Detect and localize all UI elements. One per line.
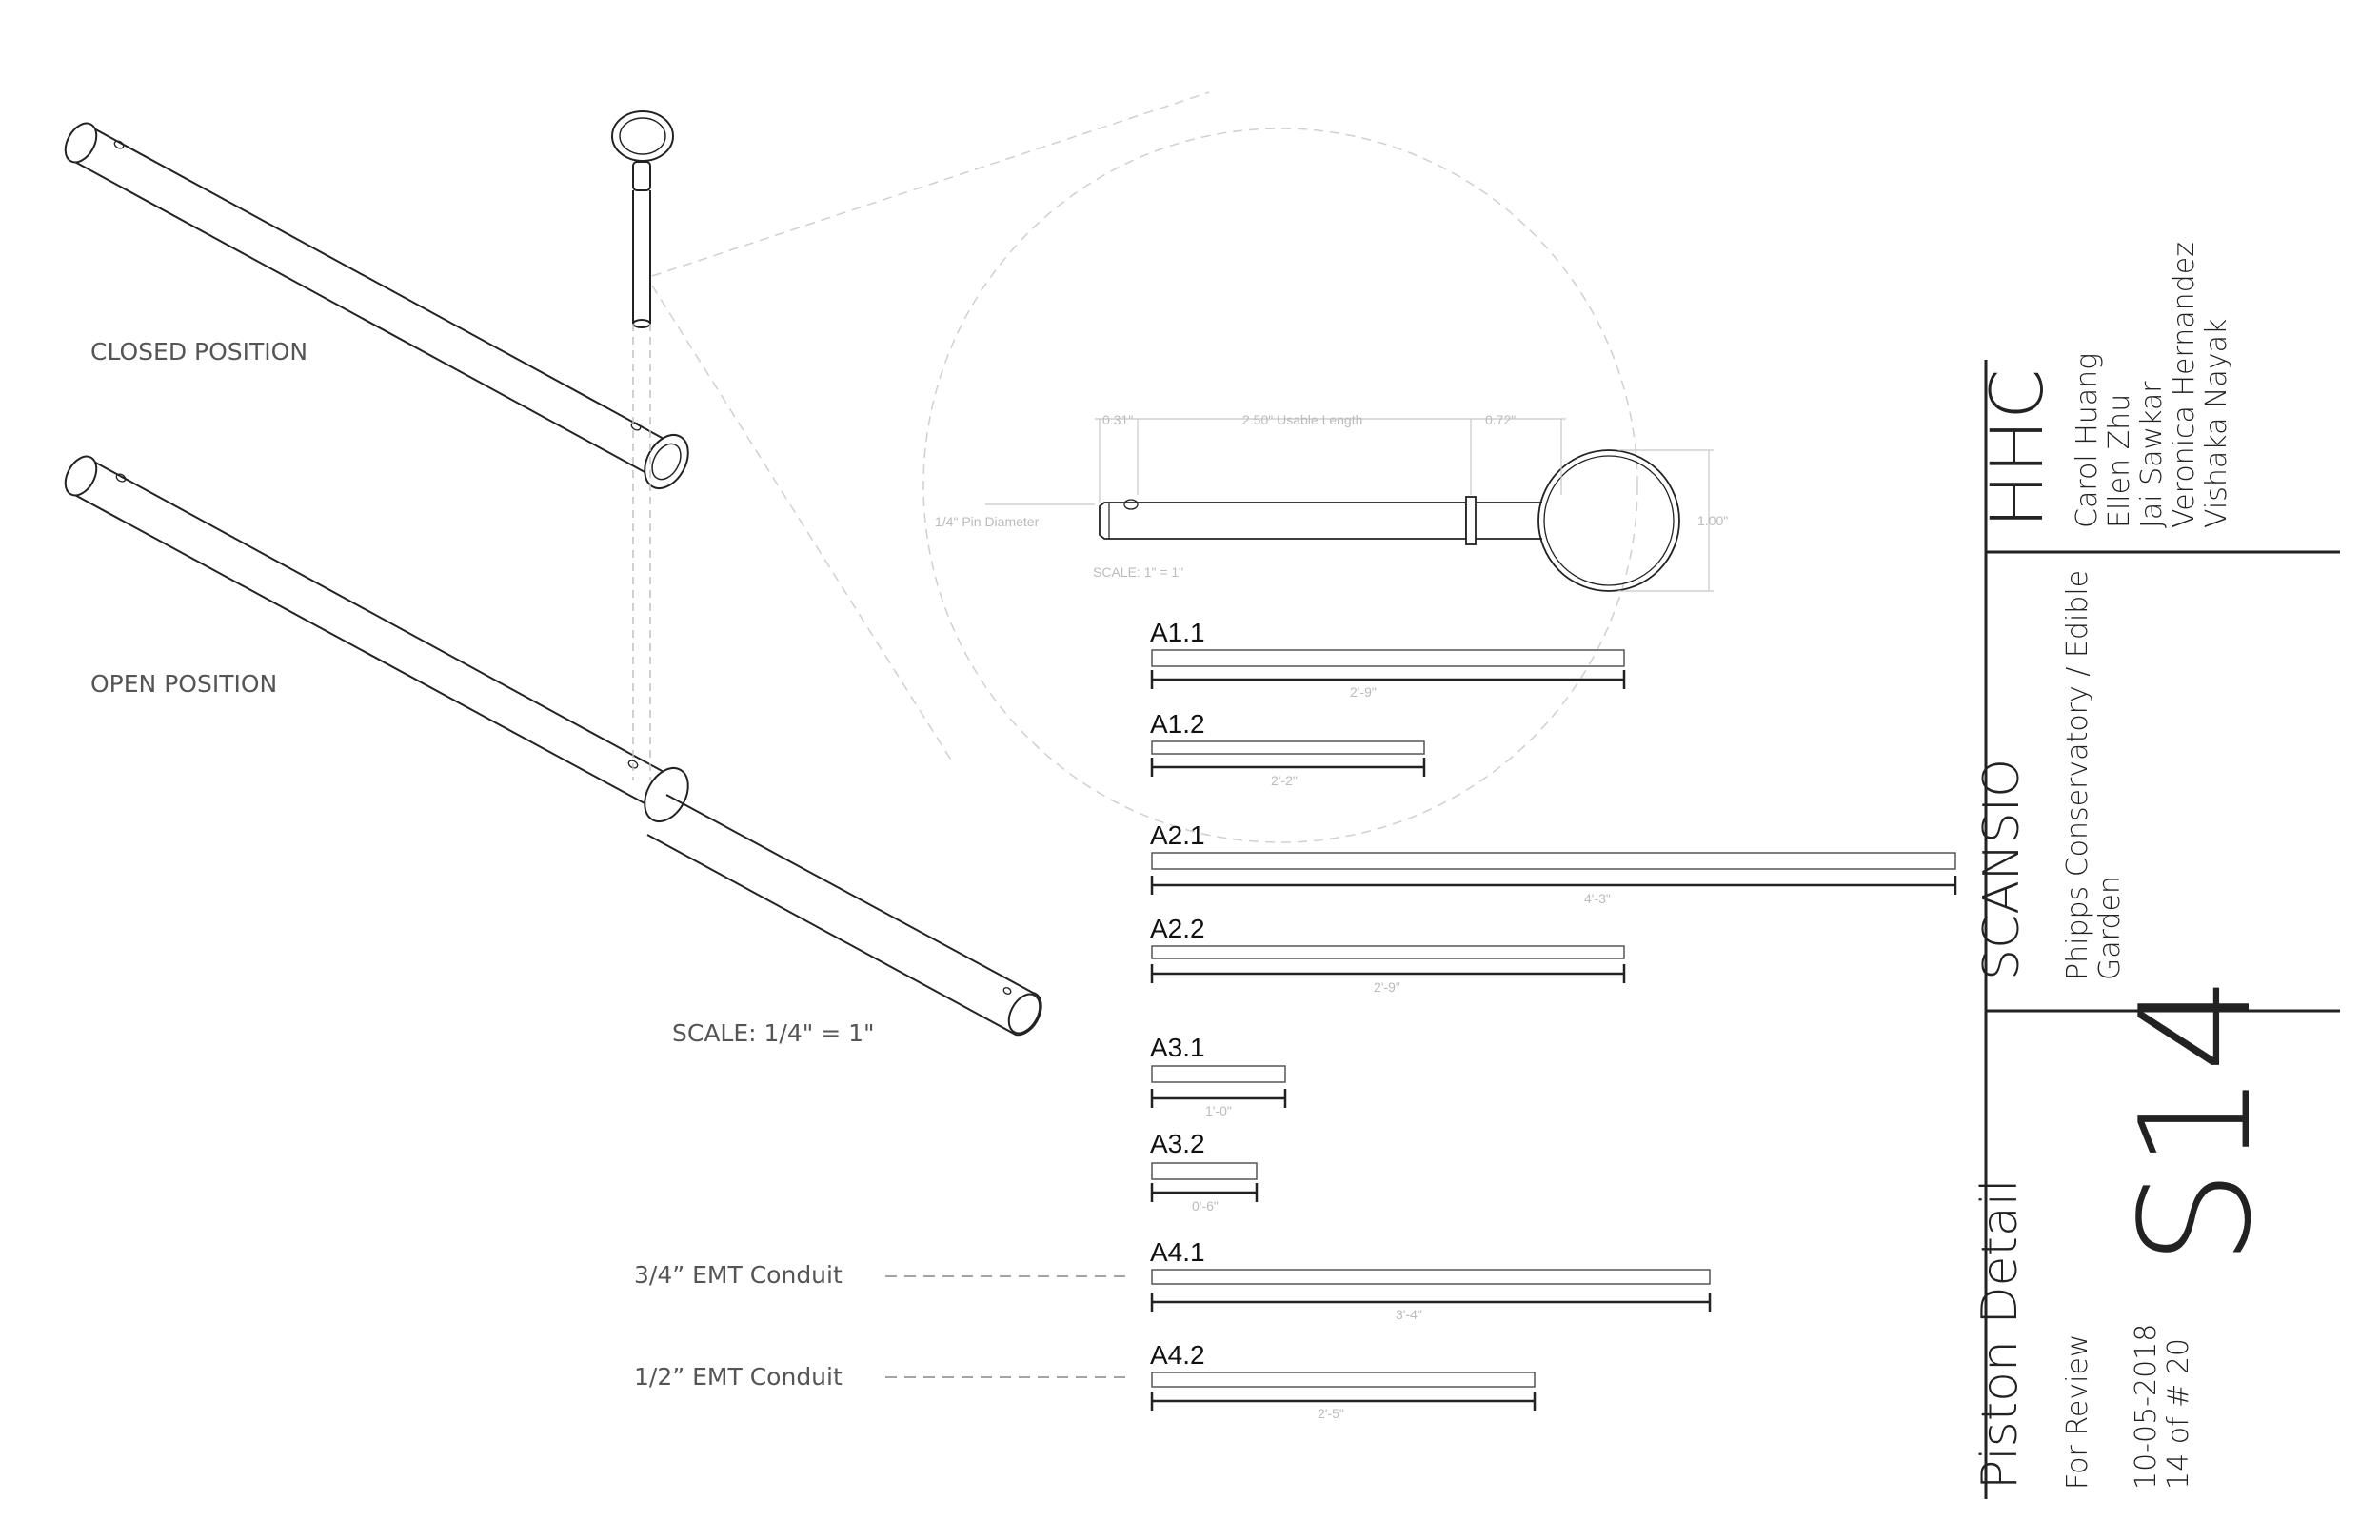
part-A3-1: A3.1 1'-0" — [1150, 1033, 1287, 1118]
part-bar — [1151, 1269, 1711, 1285]
dimension-text: 4'-3" — [1584, 891, 1611, 906]
sheet-title: Piston Detail — [1972, 1178, 2029, 1490]
team-member-5: Vishaka Nayak — [2200, 319, 2233, 528]
project-name: SCANSIO — [1973, 759, 2031, 980]
part-A1-2: A1.2 2'-2" — [1150, 709, 1426, 788]
sheet-status: For Review — [2061, 1334, 2094, 1490]
dimension-text: 2'-9" — [1374, 979, 1400, 995]
open-position-label: OPEN POSITION — [90, 670, 277, 698]
detail-callout — [651, 91, 1638, 843]
dimension-text: 2'-2" — [1271, 773, 1298, 788]
pin-dim-left: 0.31" — [1102, 412, 1133, 427]
part-A4-1: A4.1 3'-4" — [1150, 1237, 1712, 1322]
part-bar — [1151, 1162, 1258, 1180]
part-bar — [1151, 945, 1625, 959]
sheet-count: 14 of # 20 — [2162, 1338, 2195, 1490]
part-id: A2.2 — [1150, 914, 1205, 943]
part-bar — [1151, 740, 1425, 755]
closed-position-tube — [64, 122, 689, 489]
pin-dim-usable: 2.50" Usable Length — [1242, 412, 1362, 427]
team-member-1: Carol Huang — [2071, 353, 2104, 528]
part-A1-1: A1.1 2'-9" — [1150, 618, 1626, 700]
part-id: A1.2 — [1150, 709, 1205, 739]
part-bar — [1151, 852, 1956, 870]
pin-assembly — [611, 110, 674, 328]
dimension-line — [1150, 1293, 1712, 1312]
dimension-line — [1150, 670, 1626, 689]
sheet-number: S14 — [2107, 976, 2285, 1266]
part-A4-2: A4.2 2'-5" — [1150, 1340, 1537, 1421]
firm-name: HHC — [1974, 369, 2059, 528]
part-A2-2: A2.2 2'-9" — [1150, 914, 1626, 995]
pin-diameter-label: 1/4" Pin Diameter — [935, 514, 1040, 529]
conduit-12-label: 1/2” EMT Conduit — [634, 1363, 843, 1391]
team-member-4: Veronica Hernandez — [2168, 242, 2201, 528]
part-id: A3.2 — [1150, 1129, 1205, 1158]
part-bar — [1151, 649, 1625, 667]
dimension-text: 2'-9" — [1350, 684, 1377, 700]
part-A2-1: A2.1 4'-3" — [1150, 820, 1957, 906]
part-id: A4.1 — [1150, 1237, 1205, 1267]
pin-detail-dimensions — [985, 418, 1714, 592]
dimension-line — [1150, 1183, 1259, 1202]
dimension-text: 0'-6" — [1192, 1198, 1219, 1214]
part-id: A4.2 — [1150, 1340, 1205, 1370]
part-A3-2: A3.2 0'-6" — [1150, 1129, 1259, 1214]
assembly-scale-label: SCALE: 1/4" = 1" — [672, 1019, 875, 1047]
conduit-leader-lines — [885, 1275, 1133, 1378]
dimension-text: 2'-5" — [1318, 1406, 1344, 1421]
dimension-line — [1150, 758, 1426, 777]
pin-hidden-lines — [632, 324, 651, 780]
title-block-rules — [1984, 360, 2340, 1499]
dimension-text: 1'-0" — [1205, 1103, 1232, 1118]
pin-detail-scale: SCALE: 1" = 1" — [1093, 564, 1183, 580]
part-id: A2.1 — [1150, 820, 1205, 850]
dimension-line — [1150, 1392, 1537, 1411]
open-position-tube — [64, 455, 1042, 1037]
part-id: A1.1 — [1150, 618, 1205, 647]
sheet-date: 10-05-2018 — [2130, 1324, 2163, 1490]
client-line-1: Phipps Conservatory / Edible — [2061, 570, 2094, 980]
pin-dim-right: 0.72" — [1485, 412, 1516, 427]
dimension-line — [1150, 964, 1626, 983]
team-member-2: Ellen Zhu — [2103, 394, 2136, 528]
conduit-34-label: 3/4” EMT Conduit — [634, 1261, 843, 1289]
team-member-3: Jai Sawkar — [2135, 381, 2169, 528]
dimension-line — [1150, 1089, 1287, 1108]
part-id: A3.1 — [1150, 1033, 1205, 1062]
part-bar — [1151, 1372, 1536, 1388]
pin-dim-ring: 1.00" — [1697, 513, 1728, 528]
pin-detail-drawing — [1099, 449, 1680, 592]
client-line-2: Garden — [2093, 876, 2127, 980]
dimension-line — [1150, 876, 1957, 895]
dimension-text: 3'-4" — [1396, 1307, 1422, 1322]
closed-position-label: CLOSED POSITION — [90, 338, 307, 365]
part-bar — [1151, 1065, 1286, 1083]
